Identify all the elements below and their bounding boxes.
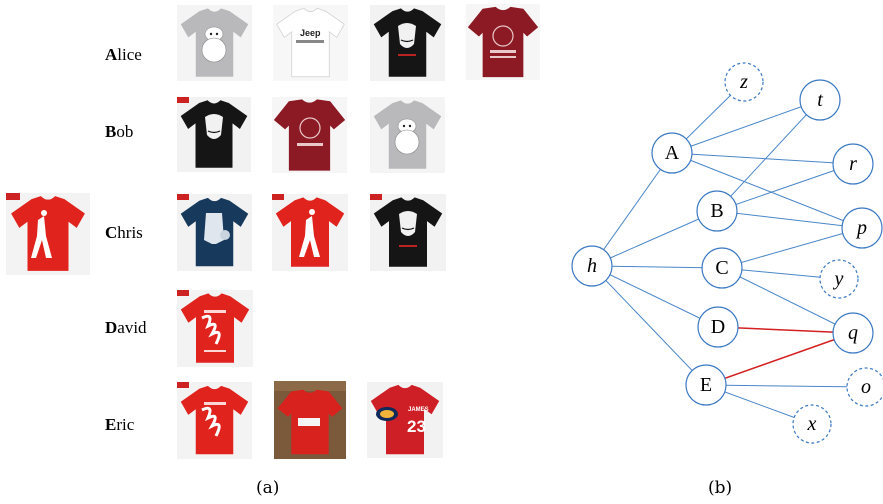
edge-C-q <box>721 267 854 334</box>
user-label-alice: Alice <box>105 45 142 64</box>
product-image-maroon-headphone-tee[interactable] <box>466 4 540 80</box>
edge-B-p <box>716 210 863 229</box>
node-E[interactable] <box>685 364 727 406</box>
product-image-red-wave-tee[interactable] <box>177 382 252 459</box>
product-image-navy-hero-tee[interactable] <box>177 194 252 271</box>
product-image-white-jeep-tee[interactable]: Jeep <box>273 5 348 81</box>
edge-C-p <box>721 227 863 269</box>
edge-h-E <box>591 265 707 386</box>
node-p[interactable] <box>841 207 883 249</box>
node-t[interactable] <box>799 79 841 121</box>
edge-h-A <box>591 152 673 267</box>
node-C[interactable] <box>701 247 743 289</box>
product-image-red-basketball-jersey-tee[interactable]: JAMES 23 <box>367 382 443 458</box>
node-label-D: D <box>711 316 725 338</box>
node-A[interactable] <box>651 132 693 174</box>
product-image-red-wave-tee[interactable] <box>177 290 253 367</box>
node-label-E: E <box>700 374 712 396</box>
product-image-black-mask-tee[interactable] <box>370 5 445 81</box>
edge-A-t <box>671 99 821 154</box>
panel-b-graph: h A B C D E z t r p y q o x (b) <box>571 62 883 498</box>
node-label-r: r <box>849 153 857 175</box>
node-h[interactable] <box>571 245 613 287</box>
highlighted-edges <box>705 326 854 386</box>
user-label-eric: Eric <box>105 415 135 434</box>
edge-A-r <box>671 152 854 165</box>
user-label-chris: Chris <box>105 223 143 242</box>
jeep-logo-text: Jeep <box>300 28 321 38</box>
edge-A-p <box>671 152 863 229</box>
node-label-t: t <box>817 89 823 111</box>
node-label-B: B <box>710 200 723 222</box>
node-o-dashed[interactable] <box>846 367 883 407</box>
edge-h-C <box>591 265 723 269</box>
edge-h-D <box>591 265 719 328</box>
product-image-grey-robot-tee[interactable] <box>177 5 252 81</box>
node-label-A: A <box>665 142 680 164</box>
user-label-david: David <box>105 318 147 337</box>
node-label-z: z <box>739 71 748 93</box>
node-label-h: h <box>587 255 597 277</box>
product-image-black-mask-tee[interactable] <box>370 194 446 271</box>
jersey-name-text: JAMES <box>408 407 429 413</box>
product-image-black-mask-tee[interactable] <box>177 97 251 172</box>
panel-b-caption: (b) <box>708 478 732 498</box>
panel-a-caption: (a) <box>256 478 279 498</box>
product-image-red-dancer-tee[interactable] <box>272 194 348 271</box>
node-label-x: x <box>807 413 817 435</box>
node-q[interactable] <box>832 312 874 354</box>
edge-h-B <box>591 210 718 267</box>
product-image-maroon-headphone-tee[interactable] <box>272 97 347 173</box>
query-product-image-red-dancer-tee[interactable] <box>6 193 90 275</box>
node-x-dashed[interactable] <box>792 404 832 444</box>
jersey-number-text: 23 <box>407 417 426 436</box>
node-label-C: C <box>715 257 728 279</box>
panel-a: Alice Bob Chris David Eric Jeep <box>6 4 540 498</box>
edge-B-t <box>716 99 821 212</box>
edge-E-q-highlighted <box>705 332 854 386</box>
node-z-dashed[interactable] <box>724 62 764 102</box>
product-image-grey-robot-tee[interactable] <box>370 97 445 173</box>
node-label-y: y <box>833 268 844 290</box>
edge-D-q-highlighted <box>717 326 854 334</box>
node-r[interactable] <box>832 143 874 185</box>
user-label-bob: Bob <box>105 122 133 141</box>
node-D[interactable] <box>697 306 739 348</box>
product-image-red-tee-photo[interactable] <box>274 381 346 459</box>
node-label-o: o <box>861 376 871 398</box>
node-B[interactable] <box>696 190 738 232</box>
node-y-dashed[interactable] <box>819 259 859 299</box>
node-label-p: p <box>855 217 867 239</box>
node-label-q: q <box>848 322 858 344</box>
edge-E-o <box>705 384 867 388</box>
edge-B-r <box>716 163 854 212</box>
